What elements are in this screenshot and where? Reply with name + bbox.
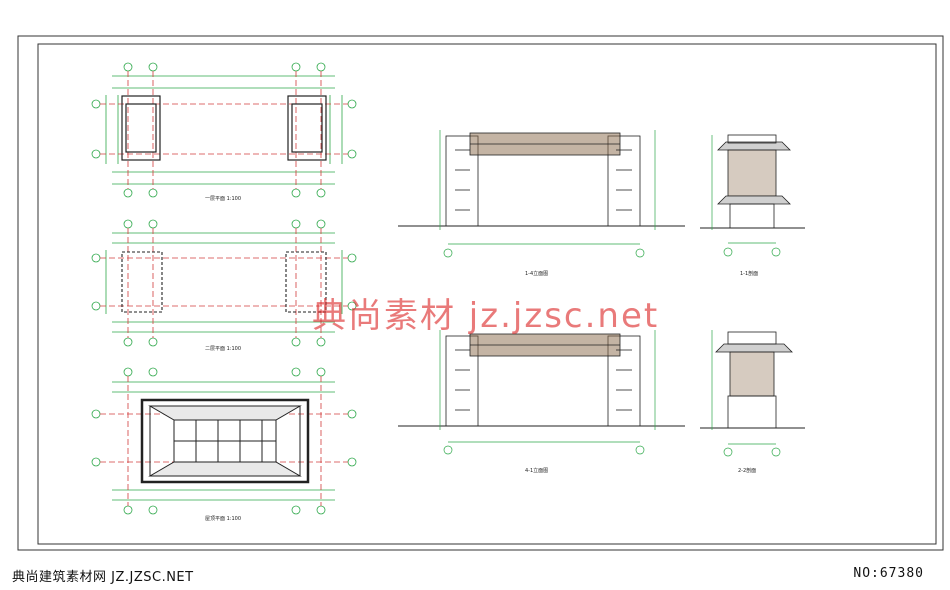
elevation-view-2: 4-1立面图 [398, 330, 685, 474]
svg-text:1-4立面图: 1-4立面图 [525, 270, 548, 277]
svg-text:2-2剖面: 2-2剖面 [738, 467, 756, 474]
plan-view-1: 一层平面 1:100 [91, 62, 357, 202]
svg-text:屋顶平面 1:100: 屋顶平面 1:100 [205, 516, 241, 522]
plan-view-2: 二层平面 1:100 [91, 219, 357, 352]
watermark-text: 典尚素材 jz.jzsc.net [312, 296, 660, 336]
svg-text:一层平面 1:100: 一层平面 1:100 [205, 196, 241, 202]
footer-site-name: 典尚建筑素材网 JZ.JZSC.NET [12, 570, 194, 585]
svg-text:1-1剖面: 1-1剖面 [740, 270, 758, 277]
footer-number: NO:67380 [853, 566, 924, 581]
side-elevation-view-1: 1-1剖面 [700, 134, 805, 277]
svg-text:4-1立面图: 4-1立面图 [525, 467, 548, 474]
roof-plan-view: 屋顶平面 1:100 [91, 367, 357, 522]
side-elevation-view-2: 2-2剖面 [700, 330, 805, 474]
svg-text:二层平面 1:100: 二层平面 1:100 [205, 346, 241, 352]
elevation-view-1: 1-4立面图 [398, 130, 685, 277]
outer-frame [17, 35, 944, 551]
inner-frame [37, 43, 937, 545]
